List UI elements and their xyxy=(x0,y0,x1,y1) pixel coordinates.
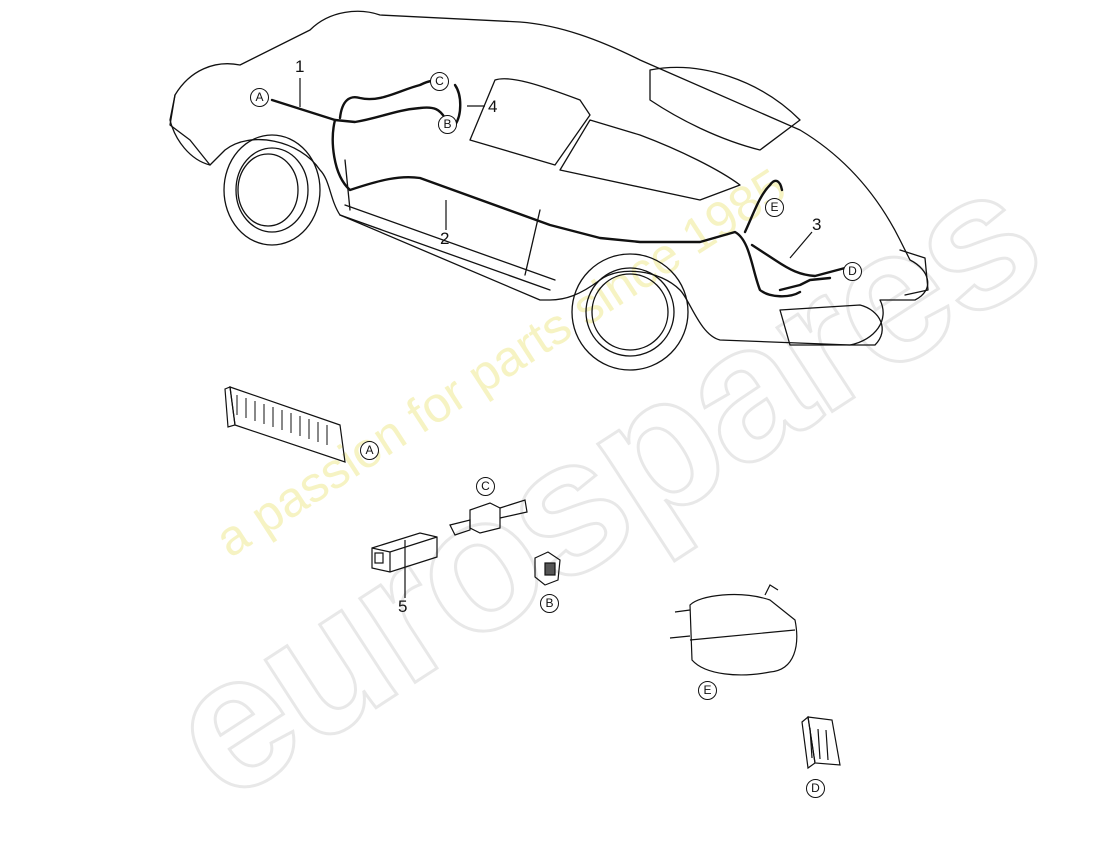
terminal-block-drawing xyxy=(801,715,841,770)
part-label-a: A xyxy=(360,441,379,460)
callout-5: 5 xyxy=(398,597,408,616)
relay-connector-drawing xyxy=(449,499,528,536)
callout-1: 1 xyxy=(295,57,305,76)
fuse-box-drawing xyxy=(224,386,346,463)
car-outline-drawing xyxy=(169,10,929,770)
car-connector-c: C xyxy=(430,72,449,91)
parts-diagram: eurospares a passion for parts since 198… xyxy=(130,10,1074,842)
part-label-d: D xyxy=(806,779,825,798)
car-connector-b: B xyxy=(438,115,457,134)
switch-drawing xyxy=(534,551,561,586)
callout-3: 3 xyxy=(812,215,822,234)
callout-4: 4 xyxy=(488,97,498,116)
car-connector-d: D xyxy=(843,262,862,281)
callout-2: 2 xyxy=(440,229,450,248)
car-connector-e: E xyxy=(765,198,784,217)
connector-housing-drawing xyxy=(371,532,438,573)
part-label-e: E xyxy=(698,681,717,700)
part-label-c: C xyxy=(476,477,495,496)
lamp-housing-drawing xyxy=(669,584,798,676)
part-label-b: B xyxy=(540,594,559,613)
car-connector-a: A xyxy=(250,88,269,107)
